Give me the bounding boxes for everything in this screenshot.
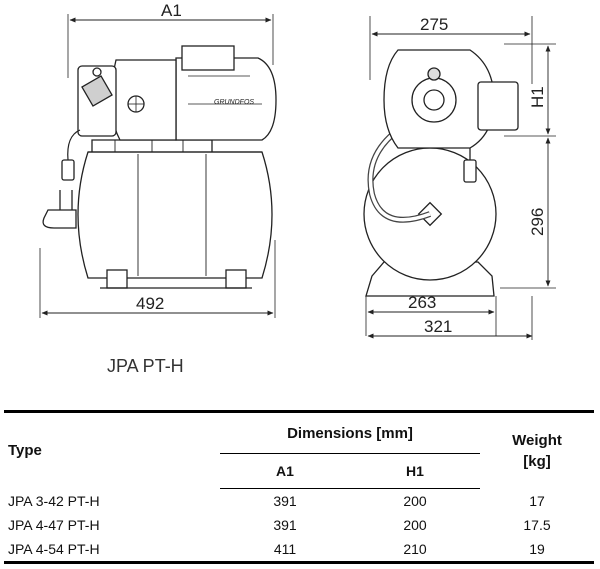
dim-label-h1: H1 — [528, 86, 547, 108]
cell-h1: 200 — [403, 493, 427, 509]
header-weight-unit: [kg] — [523, 452, 551, 470]
motor-box-front — [477, 81, 519, 131]
cell-a1: 391 — [273, 517, 297, 533]
pressure-tank — [77, 151, 273, 279]
side-dimensions — [41, 17, 274, 316]
cell-weight: 19 — [480, 537, 594, 564]
cell-type: JPA 3-42 PT-H — [8, 492, 100, 509]
brand-mark: GRUNDFOS — [214, 99, 254, 106]
header-dimensions: Dimensions [mm] — [220, 410, 480, 454]
cell-weight: 17.5 — [523, 517, 551, 533]
dim-label-275: 275 — [420, 15, 448, 34]
cell-a1: 391 — [273, 493, 297, 509]
dim-label-321: 321 — [424, 317, 452, 336]
table-header-row: Type Dimensions [mm] Weight [kg] — [4, 410, 594, 489]
pump-drawing: GRUNDFOS A1 492 — [39, 1, 556, 340]
table-row: JPA 3-42 PT-H 391 200 17 — [4, 489, 594, 514]
dim-label-263: 263 — [408, 293, 436, 312]
table-row: JPA 4-54 PT-H 411 210 19 — [4, 537, 594, 564]
tank-foot-left — [106, 269, 128, 289]
side-view: GRUNDFOS — [39, 14, 277, 318]
dim-label-492: 492 — [136, 294, 164, 313]
header-type: Type — [4, 410, 220, 489]
header-weight-label: Weight — [512, 431, 562, 449]
cell-weight: 17 — [529, 492, 545, 509]
table-subheader-row: A1 H1 — [4, 453, 594, 489]
front-dimensions — [367, 31, 551, 340]
front-view — [363, 16, 556, 336]
cell-a1: 411 — [220, 537, 350, 564]
dim-label-a1: A1 — [161, 1, 182, 20]
header-a1: A1 — [220, 453, 350, 489]
dim-label-296: 296 — [528, 208, 547, 236]
header-weight: Weight [kg] — [480, 410, 594, 489]
cell-type: JPA 4-54 PT-H — [4, 537, 220, 564]
cell-type: JPA 4-47 PT-H — [8, 517, 100, 533]
inlet-elbow — [42, 209, 77, 229]
tank-foot-right — [225, 269, 247, 289]
motor-terminal-box — [181, 45, 235, 71]
model-caption: JPA PT-H — [107, 356, 184, 376]
spec-table: Type Dimensions [mm] Weight [kg] A1 H1 J… — [4, 410, 594, 564]
table-row: JPA 4-47 PT-H 391 200 17.5 — [4, 513, 594, 537]
pump-body — [175, 57, 277, 141]
cell-h1: 200 — [403, 517, 427, 533]
cable-plug — [61, 159, 75, 181]
cell-h1: 210 — [350, 537, 480, 564]
header-h1: H1 — [350, 453, 480, 489]
